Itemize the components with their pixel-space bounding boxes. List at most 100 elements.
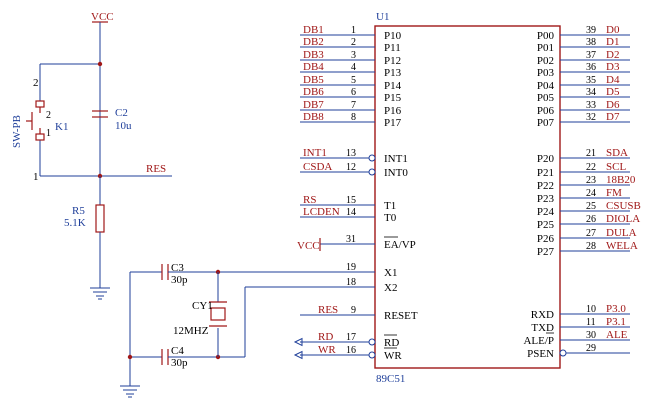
right-pin-net: SDA xyxy=(606,147,628,159)
left-pin-number: 14 xyxy=(346,207,356,218)
right-pin-net: D4 xyxy=(606,74,620,86)
oscillator-circuit: C3 30p C4 30p CY1 12MHZ xyxy=(120,262,322,398)
vcc-ea-label: VCC xyxy=(297,240,320,252)
left-pin: CSDA 12 INT0 xyxy=(300,161,408,179)
left-pin-net: DB1 xyxy=(303,24,324,36)
left-pin-net: CSDA xyxy=(303,161,332,173)
left-pin-net: DB6 xyxy=(303,86,324,98)
left-pin: 31 EA/VP xyxy=(320,234,416,251)
left-pin: RS 15 T1 xyxy=(300,194,396,212)
left-pin-number: 8 xyxy=(351,112,356,123)
r5-ref: R5 xyxy=(72,205,85,217)
left-pin-number: 2 xyxy=(351,37,356,48)
right-pin-number: 36 xyxy=(586,62,596,73)
left-pin-name: RESET xyxy=(384,310,418,322)
chip-body xyxy=(374,25,561,369)
left-pin-number: 1 xyxy=(351,25,356,36)
left-pin-number: 31 xyxy=(346,234,356,245)
right-pin-number: 23 xyxy=(586,175,596,186)
ground-symbol xyxy=(120,385,140,398)
right-pin-name: P23 xyxy=(537,193,555,205)
right-pin-net: ALE xyxy=(606,329,628,341)
switch-pin-bottom: 1 xyxy=(33,171,39,183)
left-pin-number: 12 xyxy=(346,162,356,173)
left-pin-net: WR xyxy=(318,344,336,356)
right-pin-name: P27 xyxy=(537,246,555,258)
left-pin-name: P12 xyxy=(384,55,401,67)
right-pin-net: D0 xyxy=(606,24,620,36)
right-pin-name: P22 xyxy=(537,180,554,192)
left-pin-number: 13 xyxy=(346,148,356,159)
left-pin-name: EA/VP xyxy=(384,239,416,251)
right-pin-number: 35 xyxy=(586,75,596,86)
right-pin-name: P03 xyxy=(537,67,555,79)
left-pin-name: INT0 xyxy=(384,167,408,179)
left-pin-net: DB4 xyxy=(303,61,324,73)
left-pin-net: RES xyxy=(318,304,338,316)
switch-inner-top: 2 xyxy=(46,110,51,121)
left-pin-name: T1 xyxy=(384,200,396,212)
left-pin-number: 4 xyxy=(351,62,356,73)
right-pin-number: 33 xyxy=(586,100,596,111)
right-pin-net: P3.1 xyxy=(606,316,626,328)
right-pin-name: P01 xyxy=(537,42,554,54)
junction xyxy=(97,61,103,67)
right-pin-net: DULA xyxy=(606,227,637,239)
right-pin: P04 35 D4 xyxy=(537,74,630,92)
capacitor-c4 xyxy=(161,349,169,365)
left-pin-name: P16 xyxy=(384,105,402,117)
left-pin: DB4 4 P13 xyxy=(300,61,402,79)
junction xyxy=(127,354,133,360)
left-pin-net: DB2 xyxy=(303,36,324,48)
left-pin-name: P14 xyxy=(384,80,402,92)
right-pin-number: 25 xyxy=(586,201,596,212)
c3-ref: C3 xyxy=(171,262,184,274)
right-pin-number: 27 xyxy=(586,228,596,239)
right-pin-name: P24 xyxy=(537,206,555,218)
right-pin-name: P04 xyxy=(537,80,555,92)
chip-part: 89C51 xyxy=(376,373,405,385)
right-pin-net: 18B20 xyxy=(606,174,636,186)
left-pin-name: T0 xyxy=(384,212,397,224)
right-pin-number: 30 xyxy=(586,330,596,341)
left-pin-name: X2 xyxy=(384,282,397,294)
left-pin: 18 X2 xyxy=(322,277,397,294)
right-pin-number: 26 xyxy=(586,214,596,225)
left-pin-name: P17 xyxy=(384,117,402,129)
crystal-ref: CY1 xyxy=(192,300,213,312)
left-pin-name: X1 xyxy=(384,267,397,279)
switch-ref: K1 xyxy=(55,121,68,133)
right-pin-net: FM xyxy=(606,187,622,199)
right-pin-number: 29 xyxy=(586,343,596,354)
left-pin-number: 3 xyxy=(351,50,356,61)
left-pin-number: 18 xyxy=(346,277,356,288)
right-pin-net: WELA xyxy=(606,240,638,252)
right-pin-net: D3 xyxy=(606,61,620,73)
right-pin-net: D5 xyxy=(606,86,620,98)
right-pin-net: D6 xyxy=(606,99,620,111)
left-pin-number: 15 xyxy=(346,195,356,206)
left-pin-name: P13 xyxy=(384,67,402,79)
right-pin-number: 34 xyxy=(586,87,596,98)
ground-symbol xyxy=(90,287,110,300)
left-pin-net: RS xyxy=(303,194,316,206)
push-button-switch xyxy=(26,100,45,141)
